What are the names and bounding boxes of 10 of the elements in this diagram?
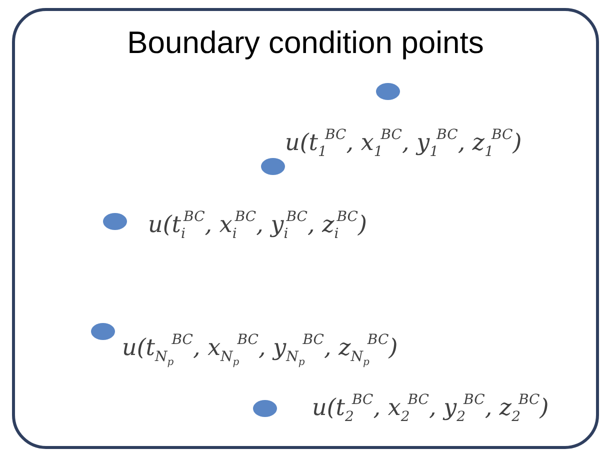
point-marker	[103, 213, 127, 230]
formula-label: u(t$_{1}$$^{BC}$, x$_{1}$$^{BC}$, y$_{1}$$^{BC}$, z$_{1}$$^{BC}$)	[285, 128, 522, 159]
panel-title: Boundary condition points	[126, 25, 485, 61]
formula-label: u(t$_{2}$$^{BC}$, x$_{2}$$^{BC}$, y$_{2}$$^{BC}$, z$_{2}$$^{BC}$)	[312, 393, 549, 424]
formula-label: u(t$_{i}$$^{BC}$, x$_{i}$$^{BC}$, y$_{i}$$^{BC}$, z$_{i}$$^{BC}$)	[148, 210, 367, 241]
point-marker	[91, 323, 115, 340]
rounded-panel	[12, 8, 599, 449]
point-marker	[253, 400, 277, 417]
point-marker	[376, 83, 400, 100]
point-marker	[261, 158, 285, 175]
